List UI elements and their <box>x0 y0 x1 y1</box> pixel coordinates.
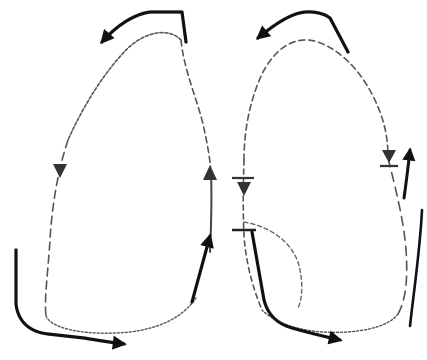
right-top-arrow-icon <box>258 12 348 52</box>
right-lobe <box>232 12 422 340</box>
left-lobe-outline-upper <box>68 33 181 140</box>
left-lobe <box>16 12 217 344</box>
right-lateral-down-marker-icon <box>382 150 396 163</box>
right-lobe-outline-bottom <box>262 310 398 332</box>
left-lower-right-arrow-icon <box>192 236 210 302</box>
right-lateral-line <box>410 210 422 326</box>
left-up-marker-icon <box>203 165 217 180</box>
right-down-marker-icon <box>237 182 251 196</box>
right-lobe-outline-upper <box>244 40 388 160</box>
left-down-marker-icon <box>53 164 67 178</box>
right-lower-arrow-icon <box>252 232 340 340</box>
right-upper-right-arrow-icon <box>404 150 410 198</box>
left-lobe-outline-bottom <box>46 298 196 333</box>
left-lobe-outline-medial-upper <box>181 40 211 172</box>
right-lobe-outline-lateral <box>388 158 407 314</box>
